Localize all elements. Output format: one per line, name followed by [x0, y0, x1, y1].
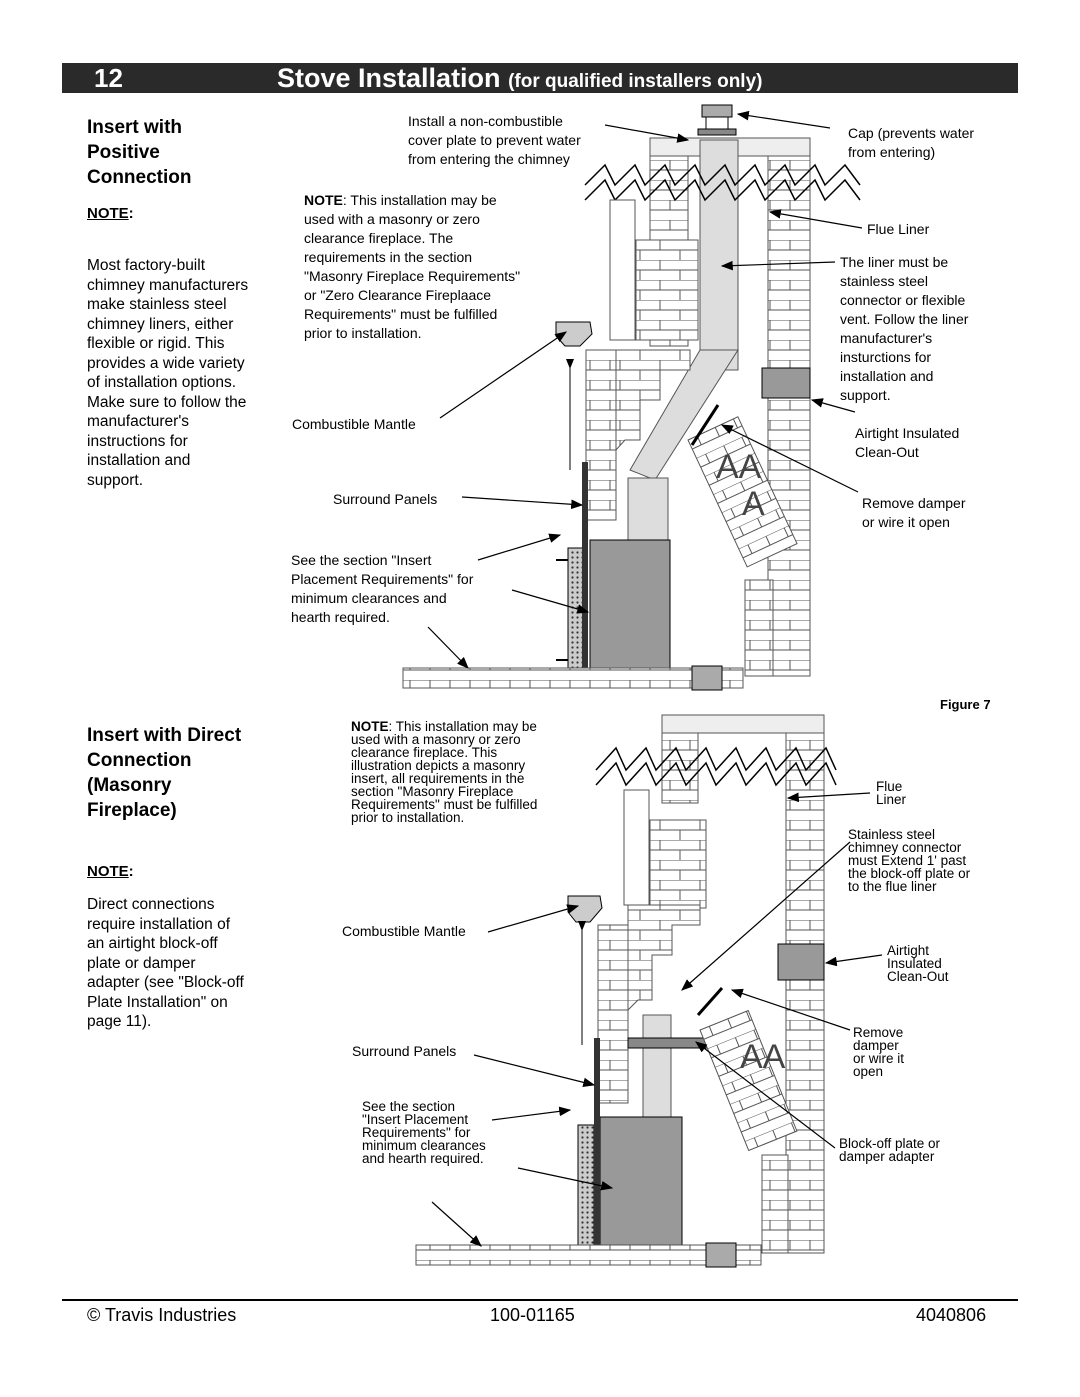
d2-note-text: : This installation may be used with a m…: [351, 719, 538, 825]
d1-flue-liner-label: Flue Liner: [867, 221, 930, 237]
d1-note: NOTE: This installation may be used with…: [304, 191, 520, 343]
title-main: Stove Installation: [277, 63, 501, 93]
d1-liner-note: The liner must be stainless steel connec…: [840, 254, 969, 403]
d1-note-bold: NOTE: [304, 192, 343, 208]
svg-text:A: A: [742, 485, 765, 523]
svg-text:AA: AA: [716, 448, 762, 486]
page-title: Stove Installation (for qualified instal…: [277, 63, 762, 97]
d1-mantle-label: Combustible Mantle: [292, 416, 416, 432]
footer-company: © Travis Industries: [87, 1305, 237, 1325]
figure-label: Figure 7: [940, 697, 991, 712]
d1-note-text: : This installation may be used with a m…: [304, 192, 521, 341]
d1-clean-out-label: Airtight Insulated Clean-Out: [855, 425, 960, 460]
section1-title: Insert with Positive Connection: [87, 117, 192, 188]
d2-surround-label: Surround Panels: [352, 1043, 457, 1059]
section1-note-heading: NOTE:: [87, 205, 134, 222]
section1-note-label: NOTE: [87, 205, 129, 222]
title-subtitle: (for qualified installers only): [508, 71, 763, 92]
d2-connector-note: Stainless steel chimney connector must E…: [848, 827, 971, 894]
d2-note-bold: NOTE: [351, 719, 389, 734]
footer-code: 4040806: [916, 1305, 987, 1325]
svg-text:AA: AA: [740, 1038, 786, 1076]
section2-note-label: NOTE: [87, 863, 129, 880]
diagram2-leaders: [431, 792, 883, 1247]
diagram2-chimney: AA: [415, 714, 837, 1268]
d2-note: NOTE: This installation may be used with…: [351, 719, 538, 825]
footer-doc-number: 100-01165: [490, 1305, 575, 1325]
diagram1-leaders: [427, 110, 863, 669]
d2-see-section-label: See the section "Insert Placement Requir…: [362, 1099, 486, 1166]
diagram1-chimney: AA A: [402, 104, 861, 691]
page-header: 12 Stove Installation (for qualified ins…: [62, 63, 1018, 93]
page-number: 12: [94, 63, 123, 93]
d2-mantle-label: Combustible Mantle: [342, 923, 466, 939]
d1-damper-label: Remove damper or wire it open: [862, 495, 966, 530]
d1-surround-label: Surround Panels: [333, 491, 438, 507]
d2-block-off-label: Block-off plate or damper adapter: [839, 1136, 941, 1164]
d1-see-section-label: See the section "Insert Placement Requir…: [291, 552, 474, 625]
section2-title: Insert with Direct Connection (Masonry F…: [87, 725, 242, 821]
d2-clean-out-label: Airtight Insulated Clean-Out: [887, 943, 949, 984]
d2-flue-liner-label: Flue Liner: [876, 779, 907, 807]
d1-cap-label: Cap (prevents water from entering): [848, 125, 975, 160]
section2-note-heading: NOTE:: [87, 863, 134, 880]
d2-damper-label: Remove damper or wire it open: [853, 1025, 905, 1079]
section1-note-text: Most factory-built chimney manufacturers…: [87, 257, 249, 489]
section2-note-text: Direct connections require installation …: [87, 896, 244, 1030]
d1-cover-plate-label: Install a non-combustible cover plate to…: [408, 113, 581, 167]
footer-rule: [62, 1299, 1018, 1301]
